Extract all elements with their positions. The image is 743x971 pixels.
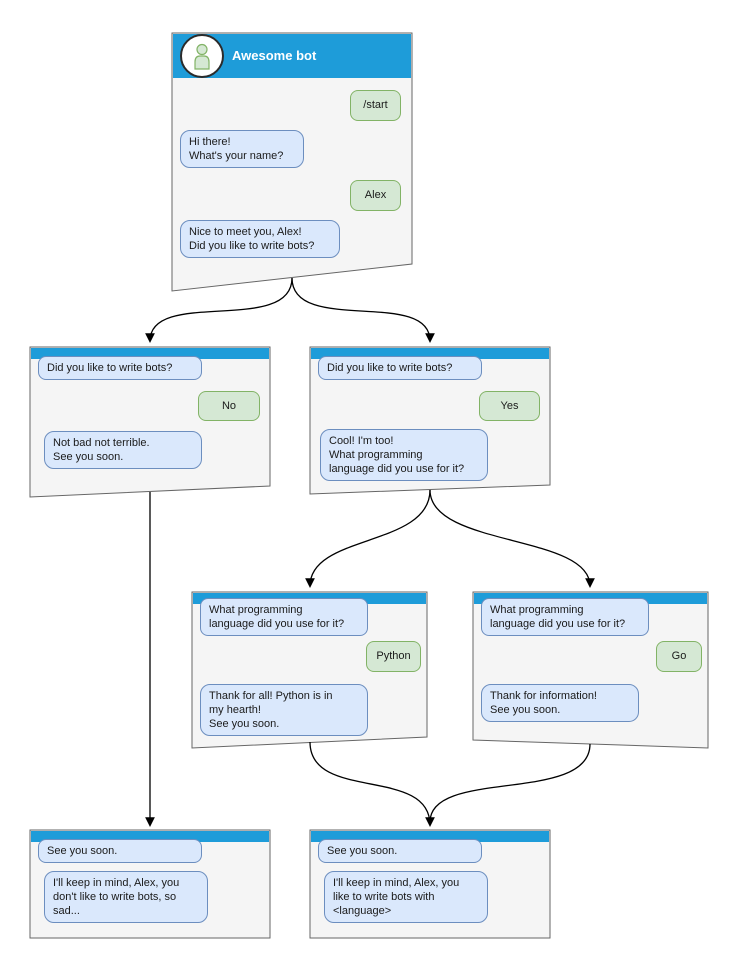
person-icon: [194, 43, 210, 70]
bot-message-bubble: Thank for all! Python is in my hearth! S…: [200, 684, 368, 736]
bot-message-bubble: Nice to meet you, Alex! Did you like to …: [180, 220, 340, 258]
user-answer-bubble: Go: [656, 641, 702, 672]
arrow-python-to-end: [309, 741, 435, 827]
window-title: Awesome bot: [232, 48, 317, 63]
context-bubble: What programming language did you use fo…: [200, 598, 368, 636]
main-window-header: Awesome bot: [173, 34, 411, 78]
bot-message-bubble: Hi there! What's your name?: [180, 130, 304, 168]
context-bubble: See you soon.: [318, 839, 482, 863]
arrow-yes-to-python: [305, 489, 431, 588]
bot-message-bubble: Cool! I'm too! What programming language…: [320, 429, 488, 481]
context-bubble: See you soon.: [38, 839, 202, 863]
bot-message-bubble: Thank for information! See you soon.: [481, 684, 639, 722]
user-answer-bubble: Yes: [479, 391, 540, 421]
avatar: [180, 34, 224, 78]
user-answer-bubble: Python: [366, 641, 421, 672]
context-bubble: Did you like to write bots?: [38, 356, 202, 380]
arrow-main-to-yes: [291, 277, 435, 343]
branch-no-header-bar: [31, 348, 269, 359]
user-message-bubble: /start: [350, 90, 401, 121]
arrow-yes-to-go: [429, 489, 595, 588]
end-yes-header-bar: [311, 831, 549, 842]
branch-yes-header-bar: [311, 348, 549, 359]
context-bubble: Did you like to write bots?: [318, 356, 482, 380]
context-bubble: What programming language did you use fo…: [481, 598, 649, 636]
bot-message-bubble: I'll keep in mind, Alex, you like to wri…: [324, 871, 488, 923]
bot-message-bubble: Not bad not terrible. See you soon.: [44, 431, 202, 469]
user-message-bubble: Alex: [350, 180, 401, 211]
arrow-go-to-end: [429, 743, 591, 823]
end-no-header-bar: [31, 831, 269, 842]
bot-message-bubble: I'll keep in mind, Alex, you don't like …: [44, 871, 208, 923]
arrow-main-to-no: [145, 277, 293, 343]
user-answer-bubble: No: [198, 391, 260, 421]
